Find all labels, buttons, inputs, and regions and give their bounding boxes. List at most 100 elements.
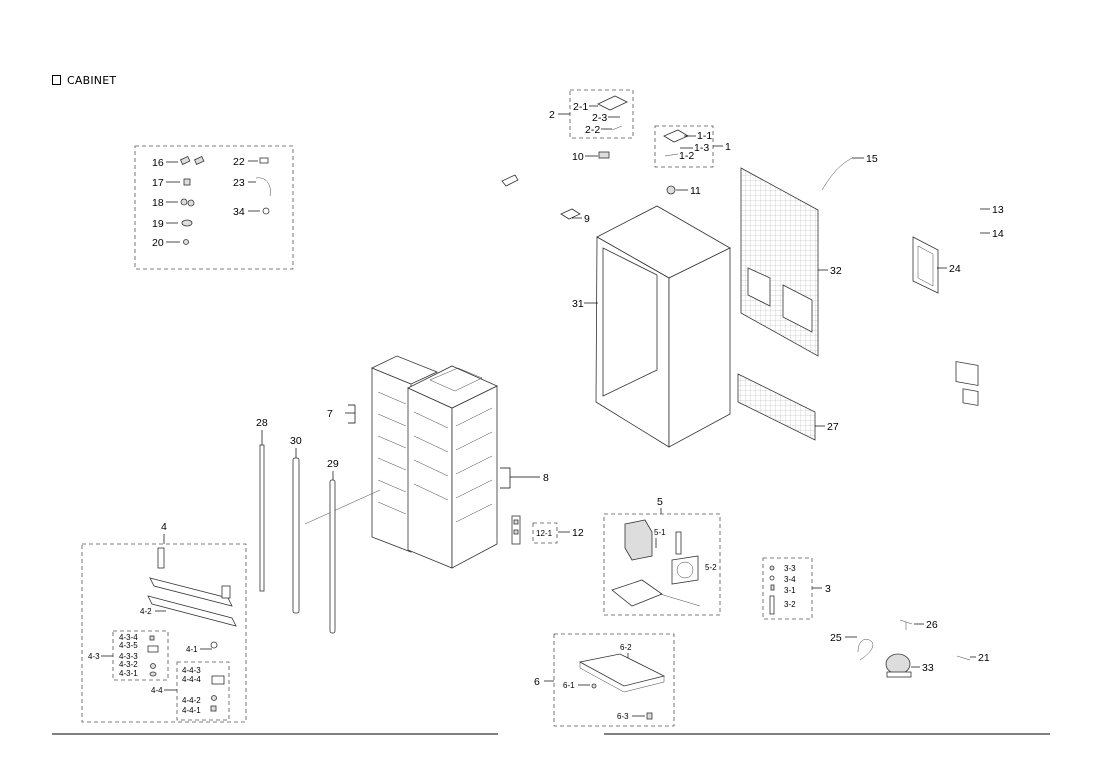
- callout-label-l1_1: 1-1: [697, 130, 712, 142]
- part-4-3: 4-3 4-3-4 4-3-5 4-3-3 4-3-2 4-3-1: [88, 633, 159, 678]
- part-3-box: [762, 557, 813, 620]
- callout-label-l6_1: 6-1: [563, 681, 575, 690]
- gasket-28: 28: [256, 417, 268, 592]
- callout-label-l6_3: 6-3: [617, 712, 629, 721]
- callout-label-l3_1: 3-1: [784, 586, 796, 595]
- callout-label-l6: 6: [534, 676, 540, 688]
- callout-label-l6_2: 6-2: [620, 643, 632, 652]
- part-12-box: [532, 522, 558, 544]
- callout-label-l4_4_1: 4-4-1: [182, 706, 201, 715]
- part-15: 15: [821, 153, 878, 191]
- callout-label-l5_1: 5-1: [654, 528, 666, 537]
- callout-label-l4_3_4: 4-3-4: [119, 633, 138, 642]
- part-1: 1-1 1-3 1-2 1: [663, 129, 731, 162]
- inner-liner-7: 7: [327, 355, 439, 553]
- callout-label-l31: 31: [572, 298, 584, 310]
- callout-label-l8: 8: [543, 472, 549, 484]
- callout-label-l7: 7: [327, 408, 333, 420]
- title-checkbox-icon: [52, 75, 61, 85]
- part-4-4: 4-4 4-4-3 4-4-4 4-4-2 4-4-1: [151, 666, 225, 715]
- part-4-box: [81, 543, 247, 723]
- part-6: 6 6-2 6-1 6-3: [534, 643, 666, 721]
- callout-label-l33: 33: [922, 662, 934, 674]
- callout-label-l2_2: 2-2: [585, 124, 600, 136]
- callout-label-l15: 15: [866, 153, 878, 165]
- callout-label-l19: 19: [152, 218, 164, 230]
- gasket-30: 30: [290, 435, 302, 614]
- outer-cabinet-31: 31: [572, 205, 731, 448]
- callout-label-l1_3: 1-3: [694, 142, 709, 154]
- part-23: 23: [233, 177, 271, 197]
- callout-label-l25: 25: [830, 632, 842, 644]
- callout-label-l10: 10: [572, 151, 584, 163]
- part-27: 27: [737, 373, 839, 441]
- part-34: 34: [233, 206, 270, 218]
- callout-label-l1: 1: [725, 141, 731, 153]
- part-5: 5 5-1 5-2: [611, 496, 717, 607]
- callout-label-l4_3: 4-3: [88, 652, 100, 661]
- part-21: 21: [956, 652, 990, 664]
- part-25: 25: [830, 632, 874, 661]
- callout-label-l20: 20: [152, 237, 164, 249]
- inner-liner-8: 8: [407, 365, 549, 569]
- part-24: 24: [912, 236, 961, 294]
- callout-label-l24: 24: [949, 263, 961, 275]
- callout-label-l16: 16: [152, 157, 164, 169]
- callout-label-l4_4_4: 4-4-4: [182, 675, 201, 684]
- callout-label-l4_4_3: 4-4-3: [182, 666, 201, 675]
- part-18: 18: [152, 197, 195, 209]
- callout-label-l5_2: 5-2: [705, 563, 717, 572]
- callout-label-l4_3_2: 4-3-2: [119, 660, 138, 669]
- part-4: 4 4-2 4-1: [140, 521, 237, 654]
- part-4-3-box: [112, 630, 169, 681]
- callout-label-l3_2: 3-2: [784, 600, 796, 609]
- part-14: 14: [962, 228, 1004, 406]
- callout-label-l17: 17: [152, 177, 164, 189]
- callout-label-l3_4: 3-4: [784, 575, 796, 584]
- callout-label-l27: 27: [827, 421, 839, 433]
- callout-label-l4_2: 4-2: [140, 607, 152, 616]
- part-10: 10: [572, 151, 610, 163]
- back-panel-32: 32: [740, 167, 842, 357]
- callout-label-l30: 30: [290, 435, 302, 447]
- section-title-text: CABINET: [67, 74, 117, 87]
- callout-label-l4_3_1: 4-3-1: [119, 669, 138, 678]
- part-6-box: [553, 633, 675, 727]
- callout-label-l2_1: 2-1: [573, 101, 588, 113]
- callout-label-l4_3_5: 4-3-5: [119, 641, 138, 650]
- part-4-4-box: [176, 661, 230, 721]
- part-1-box: [654, 125, 714, 168]
- callout-label-l12_1: 12-1: [536, 529, 553, 538]
- part-22: 22: [233, 156, 269, 168]
- callout-label-l2_3: 2-3: [592, 112, 607, 124]
- part-19: 19: [152, 218, 193, 230]
- compressor-33: 33: [885, 653, 934, 678]
- small-parts-box: [134, 145, 294, 270]
- part-12: 12-1 12: [511, 515, 584, 545]
- part-13: 13: [955, 204, 1004, 386]
- part-9: 9: [560, 208, 590, 225]
- callout-label-l4_4: 4-4: [151, 686, 163, 695]
- part-3: 3-3 3-4 3-1 3-2 3: [769, 564, 831, 615]
- part-16: 16: [152, 155, 205, 169]
- callout-label-l5: 5: [657, 496, 663, 508]
- callout-label-l3: 3: [825, 583, 831, 595]
- callout-label-l4_4_2: 4-4-2: [182, 696, 201, 705]
- callout-label-l26: 26: [926, 619, 938, 631]
- section-title: CABINET: [52, 74, 116, 87]
- part-5-box: [603, 513, 721, 616]
- part-11: 11: [666, 185, 701, 197]
- callout-label-l29: 29: [327, 458, 339, 470]
- small-bracket: [501, 174, 519, 187]
- callout-label-l1_2: 1-2: [679, 150, 694, 162]
- callout-label-l28: 28: [256, 417, 268, 429]
- part-17: 17: [152, 177, 191, 189]
- callout-label-l23: 23: [233, 177, 245, 189]
- callout-label-l9: 9: [584, 213, 590, 225]
- callout-label-l4: 4: [161, 521, 167, 533]
- part-26: 26: [899, 619, 938, 631]
- part-2: 2 2-1 2-3 2-2: [549, 95, 628, 136]
- callout-label-l22: 22: [233, 156, 245, 168]
